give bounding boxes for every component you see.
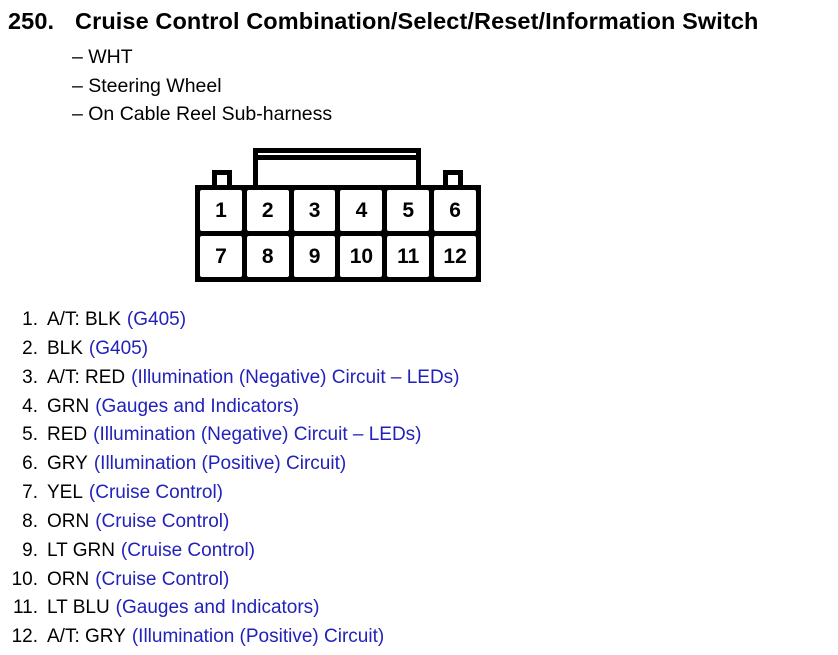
pin-wire-color: ORN xyxy=(47,568,90,590)
pin-circuit: (Cruise Control) xyxy=(95,568,230,590)
pin-list-item: 5. RED(Illumination (Negative) Circuit – … xyxy=(0,421,460,450)
connector-pin-4: 4 xyxy=(340,190,383,231)
pin-circuit: (Cruise Control) xyxy=(95,510,230,532)
pin-number: 11. xyxy=(12,597,38,619)
pin-circuit: (Cruise Control) xyxy=(88,482,224,504)
pin-list-item: 12. A/T: GRY(Illumination (Positive) Circ… xyxy=(0,623,460,652)
pin-number: 8. xyxy=(22,510,38,532)
pin-circuit: (Illumination (Negative) Circuit – LEDs) xyxy=(131,366,460,388)
pin-list-item: 10. ORN(Cruise Control) xyxy=(0,566,460,595)
pin-list-item: 9. LT GRN(Cruise Control) xyxy=(0,537,460,566)
pin-number: 4. xyxy=(22,395,38,417)
pin-list-item: 4. GRN(Gauges and Indicators) xyxy=(0,393,460,422)
connector-pin-2: 2 xyxy=(246,190,289,231)
subtitle-list: – WHT – Steering Wheel – On Cable Reel S… xyxy=(72,43,332,129)
subtitle-harness: – On Cable Reel Sub-harness xyxy=(72,103,333,125)
connector-pin-9: 9 xyxy=(293,236,336,277)
pin-list-item: 3. A/T: RED(Illumination (Negative) Circu… xyxy=(0,364,460,393)
pin-circuit: (G405) xyxy=(88,337,149,359)
pin-wire-color: A/T: BLK xyxy=(47,309,121,330)
subtitle-location: – Steering Wheel xyxy=(72,74,222,97)
pin-list: 1.A/T: BLK(G405) 2.BLK(G405) 3.A/T: RED(… xyxy=(0,306,460,652)
pin-number: 1. xyxy=(22,309,38,330)
connector-body: 1 2 3 4 5 6 7 8 9 10 11 12 xyxy=(195,185,481,282)
pin-list-item: 1. A/T: BLK(G405) xyxy=(0,306,460,335)
connector-left-tab xyxy=(212,170,232,186)
pin-number: 10. xyxy=(11,568,38,590)
pin-circuit: (Cruise Control) xyxy=(120,539,256,561)
pin-list-item: 11. LT BLU(Gauges and Indicators) xyxy=(0,594,460,623)
subtitle-connector-color: – WHT xyxy=(72,46,133,68)
pin-number: 7. xyxy=(22,482,38,504)
pin-wire-color: RED xyxy=(47,424,88,446)
pin-circuit: (Illumination (Positive) Circuit) xyxy=(93,453,347,475)
connector-pin-3: 3 xyxy=(293,190,336,231)
connector-pin-6: 6 xyxy=(434,190,476,231)
connector-latch xyxy=(253,148,421,186)
pin-wire-color: ORN xyxy=(47,510,90,532)
connector-pin-8: 8 xyxy=(246,236,289,277)
connector-pin-5: 5 xyxy=(387,190,430,231)
connector-right-tab xyxy=(443,170,463,186)
pin-circuit: (Gauges and Indicators) xyxy=(95,395,300,417)
item-number: 250. xyxy=(8,8,55,34)
item-title: Cruise Control Combination/Select/Reset/… xyxy=(75,8,759,34)
pin-number: 3. xyxy=(22,366,38,388)
pin-list-item: 8. ORN(Cruise Control) xyxy=(0,508,460,537)
connector-latch-line xyxy=(258,153,416,160)
page-title: 250. Cruise Control Combination/Select/R… xyxy=(8,8,758,34)
pin-circuit: (Illumination (Negative) Circuit – LEDs) xyxy=(93,424,422,446)
pin-number: 5. xyxy=(22,424,38,446)
connector-pin-12: 12 xyxy=(434,236,476,277)
pin-number: 6. xyxy=(22,453,38,475)
pin-wire-color: A/T: RED xyxy=(47,366,126,388)
pin-number: 12. xyxy=(11,626,38,648)
pin-list-item: 2. BLK(G405) xyxy=(0,335,460,364)
pin-wire-color: A/T: GRY xyxy=(47,626,126,648)
pin-list-item: 7. YEL(Cruise Control) xyxy=(0,479,460,508)
connector-pin-11: 11 xyxy=(387,236,430,277)
pin-number: 9. xyxy=(22,539,38,561)
pin-wire-color: YEL xyxy=(47,482,83,504)
connector-pin-10: 10 xyxy=(340,236,383,277)
pin-number: 2. xyxy=(22,337,38,359)
pin-wire-color: LT BLU xyxy=(47,597,110,619)
connector-pin-1: 1 xyxy=(200,190,242,231)
pin-wire-color: BLK xyxy=(47,337,83,359)
pin-circuit: (G405) xyxy=(126,309,187,330)
connector-pin-7: 7 xyxy=(200,236,242,277)
pin-wire-color: GRN xyxy=(47,395,90,417)
pin-wire-color: LT GRN xyxy=(47,539,115,561)
pin-list-item: 6. GRY(Illumination (Positive) Circuit) xyxy=(0,450,460,479)
pin-circuit: (Illumination (Positive) Circuit) xyxy=(131,626,385,648)
pin-wire-color: GRY xyxy=(47,453,88,475)
pin-circuit: (Gauges and Indicators) xyxy=(115,597,320,619)
